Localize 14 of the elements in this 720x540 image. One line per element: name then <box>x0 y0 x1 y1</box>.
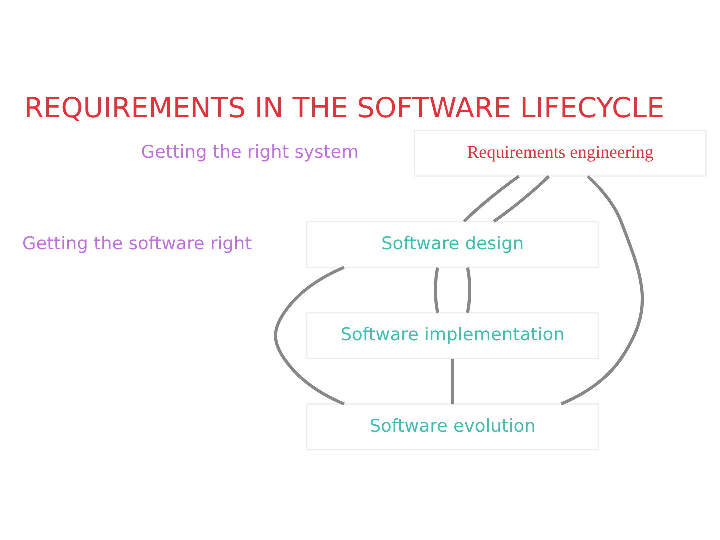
connector <box>434 268 440 314</box>
node-box: Software design <box>306 221 600 268</box>
connector <box>274 266 345 406</box>
connector <box>463 175 520 223</box>
connector <box>493 175 550 224</box>
connector <box>466 268 472 314</box>
node-box: Requirements engineering <box>414 130 707 177</box>
node-box: Software implementation <box>306 312 600 360</box>
node-box: Software evolution <box>306 404 600 451</box>
connector <box>560 175 644 406</box>
diagram-title: REQUIREMENTS IN THE SOFTWARE LIFECYCLE <box>24 91 665 124</box>
label: Getting the right system <box>141 143 359 164</box>
label: Getting the software right <box>22 234 252 254</box>
connector <box>451 359 454 404</box>
